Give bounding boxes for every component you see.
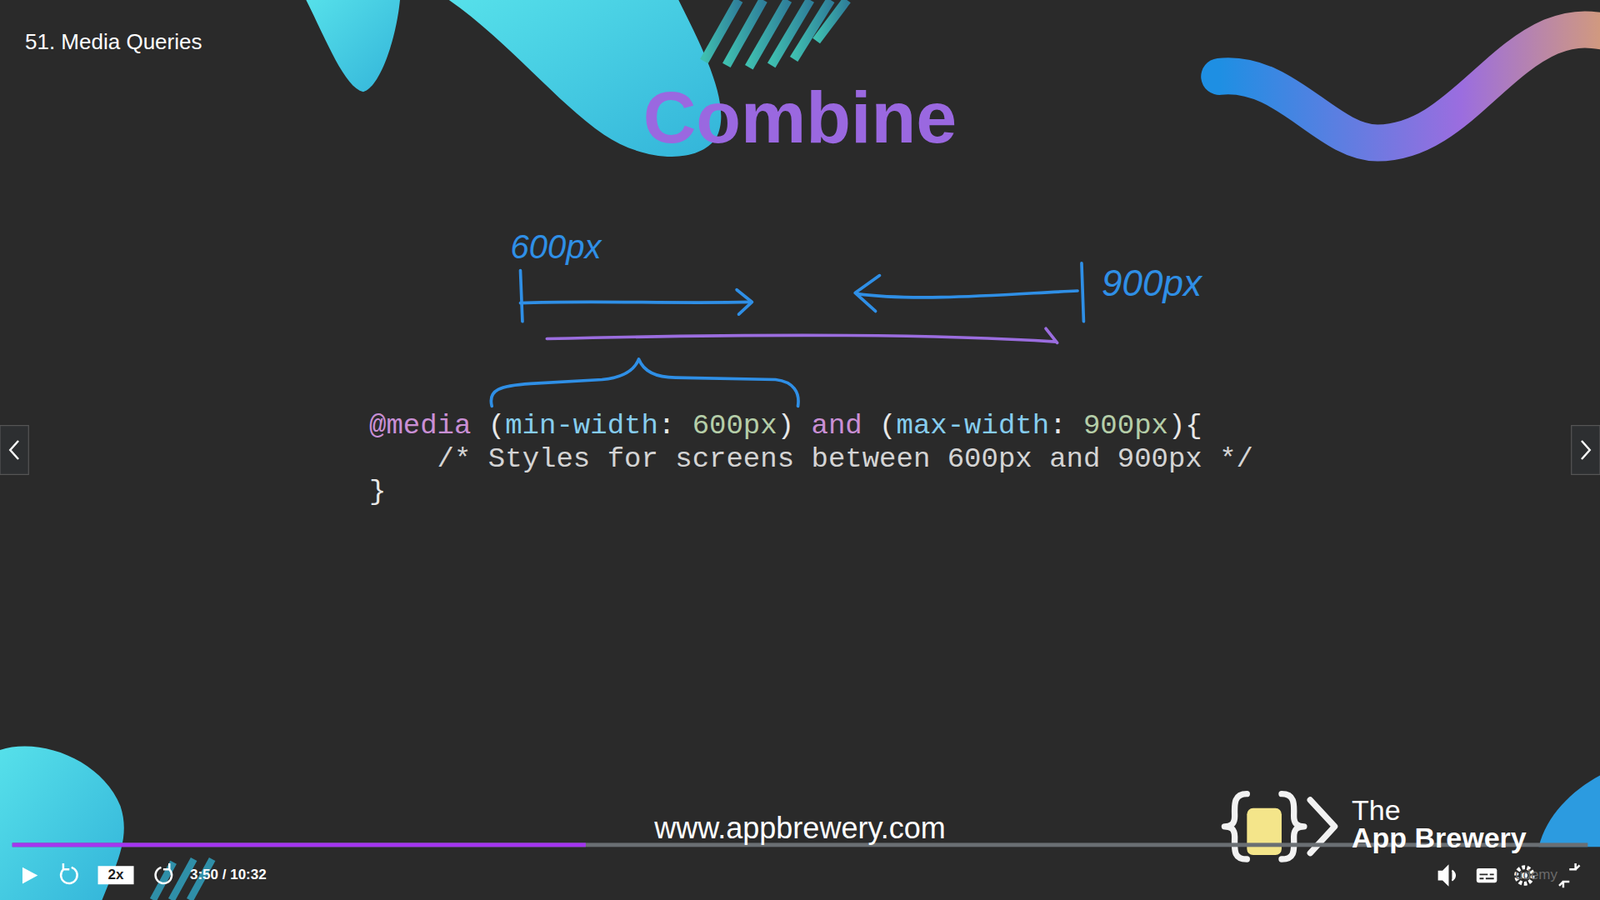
captions-lines — [1480, 874, 1495, 879]
teal-droplet — [305, 0, 400, 92]
forward-icon — [155, 863, 173, 884]
lecture-title: 51. Media Queries — [25, 30, 202, 55]
volume-icon — [1439, 866, 1456, 885]
arrow-line — [520, 301, 751, 303]
code-property: max-width — [896, 410, 1050, 442]
stripes — [704, 0, 847, 68]
next-button — [1571, 425, 1600, 475]
stripe — [153, 862, 174, 900]
play-icon — [22, 867, 38, 885]
code-value: 900px — [1083, 410, 1169, 442]
brace-right — [1281, 794, 1305, 860]
hand-label: 900px — [1101, 262, 1202, 305]
rewind-icon — [60, 863, 78, 884]
code-property: min-width — [505, 410, 659, 442]
website-url: www.appbrewery.com — [654, 810, 945, 845]
hand-label: 600px — [510, 227, 602, 266]
brace-left — [1224, 794, 1247, 860]
chevron-left — [10, 440, 19, 460]
stripe — [749, 0, 789, 68]
code-line: @media(min-width:600px)and(max-width:900… — [369, 409, 1203, 443]
code-punctuation: ) — [777, 410, 795, 442]
code-punctuation: ( — [879, 410, 896, 442]
blue-blob — [1539, 775, 1600, 848]
hand-drawn-range — [490, 263, 1084, 406]
slide-title: Combine — [643, 75, 957, 160]
code-punctuation: ){ — [1168, 410, 1203, 442]
code-line: /* Styles for screens between 600px and … — [369, 442, 1254, 476]
arrow-head — [736, 290, 752, 315]
code-comment: /* Styles for screens between 600px and … — [437, 443, 1254, 475]
captions-icon — [1476, 868, 1497, 883]
tick-mark — [520, 270, 522, 321]
chevron-right — [1581, 440, 1590, 460]
code-keyword: @media — [369, 410, 471, 442]
tick-mark — [1081, 263, 1084, 322]
watermark: udemy — [1515, 866, 1558, 884]
range-line — [546, 328, 1057, 343]
prev-button — [0, 425, 29, 475]
fullscreen-icon — [1559, 863, 1580, 888]
logo-cup — [1246, 808, 1282, 855]
logo-text: App Brewery — [1351, 821, 1527, 855]
app-brewery-logo — [1224, 794, 1335, 860]
stripe — [816, 0, 848, 41]
code-keyword: and — [810, 410, 862, 442]
gradient-wave — [1219, 30, 1600, 144]
code-punctuation: } — [369, 475, 386, 508]
code-punctuation: ( — [488, 410, 505, 442]
progress-fill — [12, 842, 586, 847]
arrow-head — [855, 275, 880, 312]
curly-brace — [490, 359, 799, 406]
code-value: 600px — [692, 410, 778, 442]
speed-button: 2x — [98, 865, 135, 885]
arrow-line — [857, 290, 1078, 298]
code-punctuation: : — [658, 410, 675, 442]
time-display: 3:50 / 10:32 — [190, 866, 267, 884]
code-punctuation: : — [1049, 410, 1066, 442]
code-line: } — [369, 475, 386, 509]
